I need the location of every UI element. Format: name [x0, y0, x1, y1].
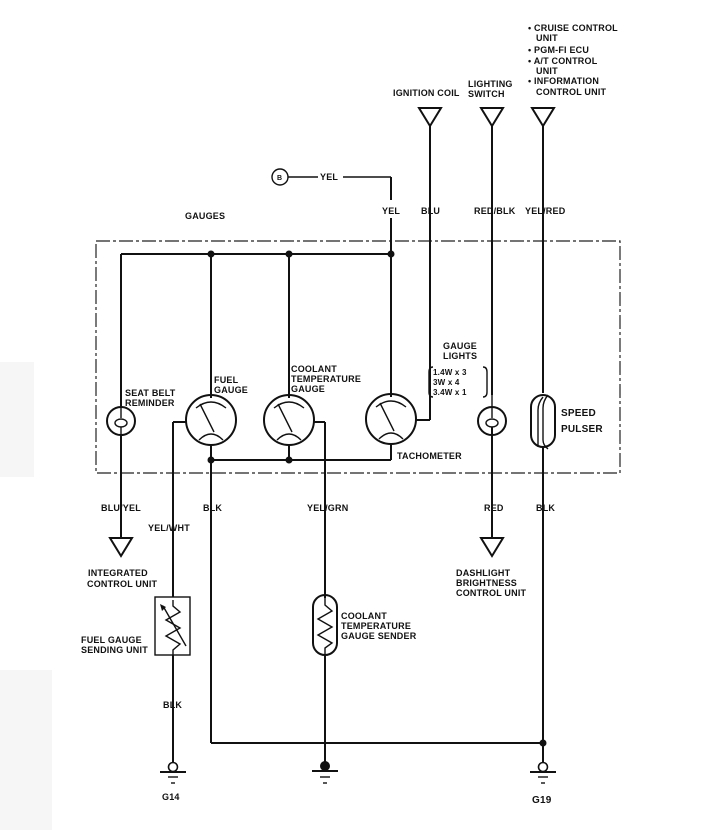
- gauges-enclosure: [95, 240, 621, 474]
- wire-label-blk-sender: BLK: [163, 700, 182, 710]
- fuel-sender-label-2: SENDING UNIT: [81, 645, 148, 655]
- tachometer-label: TACHOMETER: [397, 451, 462, 461]
- wire-label-blu-yel: BLU/YEL: [101, 503, 141, 513]
- wire-label-red: RED: [484, 503, 504, 513]
- gauges-title: GAUGES: [185, 211, 225, 221]
- connector-b: [271, 168, 392, 254]
- coolant-gauge-label-2: TEMPERATURE: [291, 374, 361, 384]
- multi-unit-label-4: • A/T CONTROL: [528, 56, 598, 66]
- wire-label-blu: BLU: [421, 206, 440, 216]
- ground-g19-label: G19: [532, 795, 552, 806]
- multi-unit-label-2: UNIT: [536, 33, 558, 43]
- wire-label-yel-red: YEL/RED: [525, 206, 566, 216]
- multi-unit-label-3: • PGM-FI ECU: [528, 45, 589, 55]
- seat-belt-label-1: SEAT BELT: [125, 388, 176, 398]
- wire-label-blk-fuel: BLK: [203, 503, 222, 513]
- multi-unit-label-6: • INFORMATION: [528, 76, 599, 86]
- junction-dot: [207, 456, 215, 464]
- lighting-switch-label-2: SWITCH: [468, 89, 505, 99]
- dashlight-label-2: BRIGHTNESS: [456, 578, 517, 588]
- fuel-sender-label-1: FUEL GAUGE: [81, 635, 142, 645]
- ground-g14: [160, 761, 186, 784]
- wire-label-red-blk: RED/BLK: [474, 206, 516, 216]
- scan-shade-left-bottom: [0, 670, 52, 830]
- ground-g19: [530, 743, 556, 784]
- ignition-coil-label: IGNITION COIL: [393, 88, 460, 98]
- speed-pulser-label-1: SPEED: [561, 408, 596, 419]
- connector-multi-unit: [530, 107, 556, 393]
- coolant-gauge-label-3: GAUGE: [291, 384, 325, 394]
- ground-g14-label: G14: [162, 792, 180, 802]
- wire-label-yel-grn: YEL/GRN: [307, 503, 348, 513]
- wire-label-yel-wht: YEL/WHT: [148, 523, 190, 533]
- multi-unit-label-5: UNIT: [536, 66, 558, 76]
- coolant-sender-label-2: TEMPERATURE: [341, 621, 411, 631]
- tachometer: [365, 254, 431, 460]
- scan-shade-left: [0, 362, 34, 477]
- wire-label-blk-pulser: BLK: [536, 503, 555, 513]
- dashlight-label-1: DASHLIGHT: [456, 568, 511, 578]
- coolant-sender-label-3: GAUGE SENDER: [341, 631, 417, 641]
- gauge-lights-bulb: [428, 366, 507, 558]
- coolant-sender-label-1: COOLANT: [341, 611, 387, 621]
- junction-dot: [285, 456, 293, 464]
- connector-ignition-coil: [417, 107, 443, 262]
- seat-belt-label-2: REMINDER: [125, 398, 175, 408]
- connector-lighting-switch: [479, 107, 505, 395]
- coolant-temperature-sender: [312, 594, 338, 762]
- gauge-lights-spec-2: 3W x 4: [433, 378, 460, 387]
- gauge-lights-label-1: GAUGE: [443, 341, 477, 351]
- gauge-lights-spec-1: 1.4W x 3: [433, 368, 467, 377]
- ground-center: [312, 761, 338, 784]
- wire-label-yel-top: YEL: [320, 172, 338, 182]
- speed-pulser: [530, 394, 556, 743]
- integrated-control-label-2: CONTROL UNIT: [87, 579, 158, 589]
- coolant-temperature-gauge: [263, 254, 326, 598]
- speed-pulser-label-2: PULSER: [561, 424, 603, 435]
- fuel-gauge: [172, 254, 237, 743]
- dashlight-label-3: CONTROL UNIT: [456, 588, 527, 598]
- wire-label-yel: YEL: [382, 206, 400, 216]
- integrated-control-label-1: INTEGRATED: [88, 568, 148, 578]
- fuel-gauge-label-2: GAUGE: [214, 385, 248, 395]
- coolant-gauge-label-1: COOLANT: [291, 364, 337, 374]
- connector-b-label: B: [277, 175, 282, 182]
- multi-unit-label-1: • CRUISE CONTROL: [528, 23, 618, 33]
- gauge-lights-spec-3: 3.4W x 1: [433, 388, 467, 397]
- fuel-gauge-label-1: FUEL: [214, 375, 239, 385]
- seat-belt-reminder-bulb: [106, 254, 136, 558]
- gauge-lights-label-2: LIGHTS: [443, 351, 477, 361]
- lighting-switch-label-1: LIGHTING: [468, 79, 513, 89]
- fuel-gauge-sending-unit: [154, 596, 191, 765]
- multi-unit-label-7: CONTROL UNIT: [536, 87, 607, 97]
